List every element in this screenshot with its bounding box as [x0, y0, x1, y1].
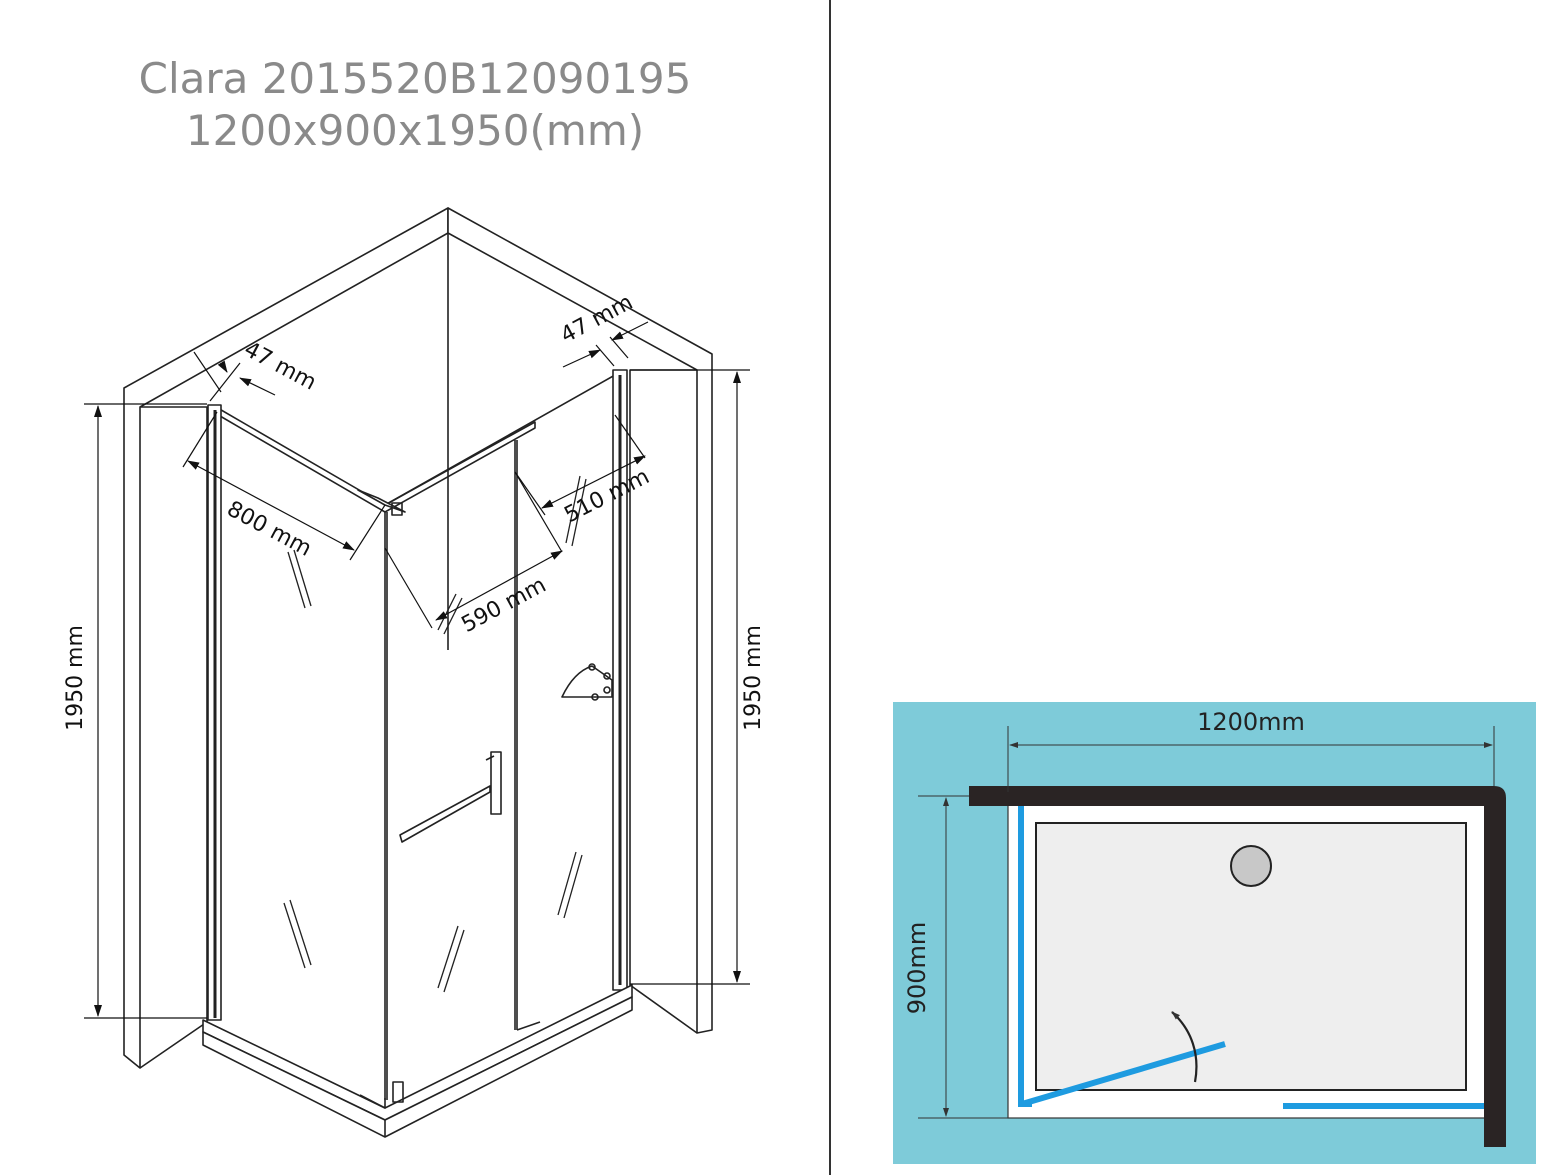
plan-depth-label: 900mm	[903, 922, 931, 1015]
plan-view	[893, 702, 1536, 1164]
door-glass-plan	[1021, 1041, 1226, 1107]
glass-reflection-marks	[283, 475, 587, 993]
isometric-dimensions	[84, 321, 750, 1019]
left-wall	[123, 207, 449, 1069]
shower-tray	[202, 984, 633, 1121]
dim-door: 510 mm	[560, 464, 653, 528]
dim-wall-left: 47 mm	[240, 337, 320, 396]
panel-divider	[829, 0, 831, 1175]
model-title: Clara 2015520B12090195	[138, 54, 692, 103]
dim-height-left: 1950 mm	[63, 625, 88, 731]
drain-icon	[1230, 845, 1272, 887]
dim-side-panel: 800 mm	[223, 497, 316, 562]
isometric-view	[123, 207, 713, 1138]
size-title: 1200x900x1950(mm)	[185, 106, 645, 155]
plan-width-label: 1200mm	[1197, 708, 1305, 736]
door-swing-arrow-icon	[1171, 1011, 1198, 1083]
dim-height-right: 1950 mm	[741, 625, 766, 731]
door-handle	[399, 751, 502, 843]
corner-shelf	[561, 663, 613, 701]
